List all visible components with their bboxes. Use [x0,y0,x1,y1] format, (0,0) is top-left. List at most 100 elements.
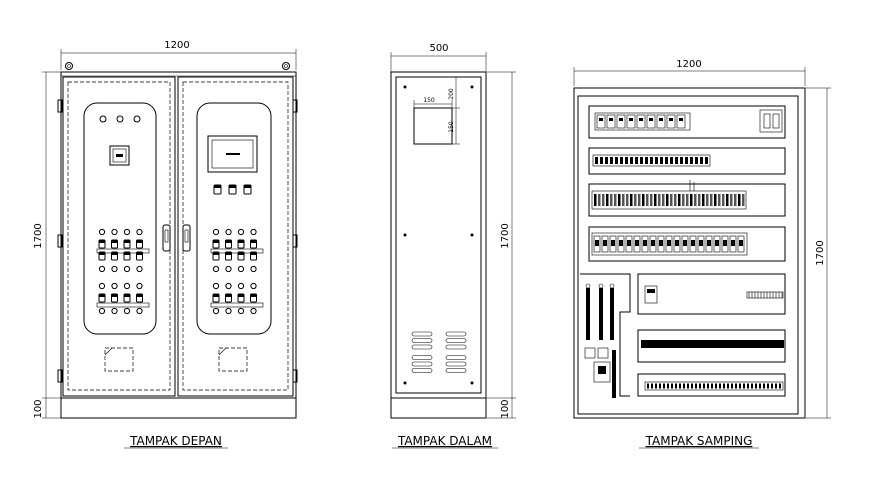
transformer-icon [593,361,611,383]
contactor-icon [593,235,601,253]
pushbutton-cap [213,252,219,255]
louver-slot [445,355,467,360]
indicator-lamp-icon [111,228,118,236]
relay-icon [595,157,598,164]
relay-icon [675,157,678,164]
screw-icon [403,233,407,237]
tray-4 [588,226,786,262]
contactor-icon [617,235,625,253]
side-mounting-plate [577,95,799,415]
pushbutton-cap [124,252,130,255]
pushbutton-cap [111,252,118,255]
pushbutton-cap [238,252,244,255]
contactor-icon [681,235,689,253]
contactor-icon [633,235,641,253]
louver-slot [411,361,433,367]
door-handle-icon[interactable] [182,224,191,252]
contactor-icon [697,235,705,253]
terminal-icon [686,194,689,206]
terminal-icon [714,194,717,206]
tray-1 [588,105,786,139]
terminal-icon [694,194,697,206]
fuse-holder-icon [584,347,596,359]
front-view-title: TAMPAK DEPAN [129,434,222,448]
cutout-width-label: 150 [423,97,435,104]
label-strip [96,248,150,254]
hinge-icon [57,234,63,248]
indicator-lamp-icon [250,307,257,315]
louver-slot [445,361,467,367]
relay-icon [660,157,663,164]
indicator-lamp-icon [237,307,245,315]
lifting-eye-icon [282,62,290,70]
screw-icon [470,85,474,89]
terminal-icon [722,194,725,206]
panel-meter [109,145,130,166]
terminal-icon [658,194,661,206]
terminal-icon [610,194,613,206]
terminal-icon [630,194,633,206]
pushbutton-cap [99,294,105,297]
louver-slot [411,338,433,343]
mcb-icon [616,114,626,129]
relay-icon [645,157,648,164]
inner-height-label: 1700 [500,223,511,248]
inner-view-title: TAMPAK DALAM [397,434,492,448]
front-cabinet-outline [60,71,297,419]
label-strip [210,302,264,308]
terminal-strip [746,291,784,299]
front-width-label: 1200 [164,40,189,51]
louver-slot [445,331,467,337]
indicator-lamp-icon [136,265,143,273]
mcb-icon [646,114,656,129]
indicator-lamp-icon [123,282,131,290]
indicator-lamp-icon [98,307,106,315]
terminal-icon [742,194,745,206]
bottom-terminal-strip [644,381,784,391]
tray-5 [637,273,786,315]
hinge-icon [57,369,63,383]
terminal-icon [622,194,625,206]
indicator-lamp-icon [212,282,220,290]
inner-view: 500 1700 100 150 200 150 TAMPAK DALAM [390,43,516,449]
indicator-lamp-icon [123,307,131,315]
indicator-lamp-icon [98,265,106,273]
indicator-lamp-icon [225,282,232,290]
pushbutton-cap [213,294,219,297]
relay-icon [625,157,628,164]
front-base-label: 100 [33,399,44,418]
terminal-icon [634,194,637,206]
pushbutton-cap [136,252,143,255]
pushbutton-cap [136,240,143,243]
relay-icon [635,157,638,164]
terminal-icon [734,194,737,206]
mcb-icon [626,114,636,129]
pushbutton-cap [225,294,232,297]
pushbutton-cap [213,240,219,243]
indicator-lamp-icon [123,265,131,273]
contactor-icon [665,235,673,253]
indicator-lamp-icon [250,228,257,236]
terminal-icon [718,194,721,206]
terminal-icon [702,194,705,206]
contactor-icon [737,235,745,253]
louver-slot [411,368,433,373]
relay-icon [700,157,703,164]
pushbutton-cap [111,240,118,243]
screw-icon [470,381,474,385]
pushbutton-cap [124,240,130,243]
mcb-icon [596,114,606,129]
side-width-label: 1200 [676,59,701,70]
side-view-title: TAMPAK SAMPING [645,434,753,448]
indicator-lamp-icon [212,265,220,273]
pushbutton-cap [225,240,232,243]
door-handle-icon[interactable] [162,224,171,252]
louver-slot [411,331,433,337]
pushbutton-cap [136,294,143,297]
fuse-holder-icon [597,347,609,359]
pushbutton-cap [250,240,257,243]
lifting-eye-icon [65,62,73,70]
pushbutton-cap [250,294,257,297]
